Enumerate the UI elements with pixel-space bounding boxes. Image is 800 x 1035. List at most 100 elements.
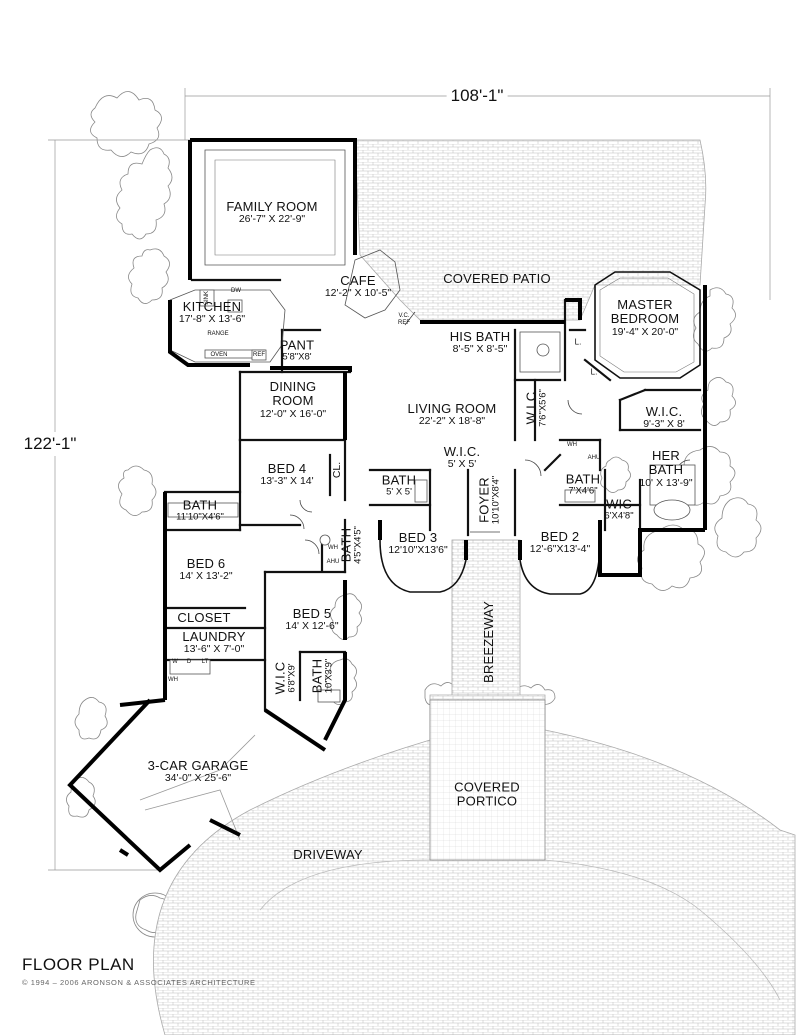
room-size: 14' X 13'-2"	[179, 570, 233, 583]
room-size: 5' X 5'	[447, 458, 477, 471]
room-center-wic: W.I.C. 5' X 5'	[443, 444, 481, 471]
room-name: WIC	[606, 496, 632, 512]
room-master-wic: W.I.C. 9'-3" X 8'	[643, 404, 685, 431]
room-name: MASTER	[617, 296, 673, 312]
room-breezeway: BREEZEWAY	[480, 601, 496, 683]
room-size: 10' X 13'-9"	[639, 476, 693, 489]
room-size: 14' X 12'-6"	[285, 620, 339, 633]
room-name: CAFE	[340, 273, 376, 289]
room-size: 7'X4'6"	[568, 485, 598, 497]
room-name-line2: PORTICO	[456, 794, 518, 809]
fixture-ahu: AHU	[326, 559, 340, 565]
room-size: 12'-6"X13'-4"	[529, 543, 591, 556]
room-his-wic: W.I.C 7'6"X5'6"	[523, 389, 550, 427]
room-bed-2-bath: BATH 7'X4'6"	[566, 472, 601, 498]
room-size: 7'6"X5'6"	[537, 389, 549, 427]
room-size: 12'-0" X 16'-0"	[259, 407, 327, 420]
room-size: 4'5"X4'5"	[352, 526, 364, 564]
room-size: 5' X 5'	[386, 486, 412, 498]
fixture-sink: SINK	[204, 290, 210, 306]
fixture-water-heater: WH	[328, 545, 338, 551]
room-name: BED 5	[292, 606, 332, 622]
room-name: KITCHEN	[182, 299, 242, 315]
room-bed-6-bath: BATH 11'10"X4'6"	[176, 497, 224, 524]
room-name: BED 4	[267, 461, 307, 477]
room-closet: CLOSET	[177, 609, 231, 625]
exterior-walls	[67, 138, 707, 873]
room-garage: 3-CAR GARAGE 34'-0" X 25'-6"	[147, 758, 249, 785]
room-name: LAUNDRY	[182, 629, 246, 645]
room-center-bath: BATH 5' X 5'	[381, 472, 417, 499]
fixture-range: RANGE	[207, 331, 229, 337]
room-size: 17'-8" X 13'-6"	[178, 313, 246, 326]
room-laundry: LAUNDRY 13'-6" X 7'-0"	[182, 629, 246, 656]
room-size: 10'10"X8'4"	[490, 475, 502, 525]
fixtures	[167, 289, 696, 703]
room-size: 5'8"X8'	[282, 351, 312, 363]
room-cafe: CAFE 12'-2" X 10'-5"	[325, 273, 391, 300]
room-size: 9'-3" X 8'	[643, 418, 685, 431]
room-covered-patio: COVERED PATIO	[443, 270, 551, 286]
room-foyer: FOYER 10'10"X8'4"	[476, 475, 503, 525]
room-name: FOYER	[476, 477, 492, 523]
room-living-room: LIVING ROOM 22'-2" X 18'-8"	[407, 401, 497, 428]
room-bed-6: BED 6 14' X 13'-2"	[179, 556, 233, 583]
room-name: FAMILY ROOM	[226, 199, 318, 215]
fixture-refrigerator: REF	[253, 352, 265, 358]
room-name: BATH	[182, 497, 218, 513]
room-name: W.I.C.	[443, 444, 481, 460]
room-size: 6'8"X9'	[286, 663, 298, 693]
fixture-water-heater-3: WH	[168, 677, 178, 683]
room-bed-4: BED 4 13'-3" X 14'	[260, 461, 314, 488]
room-name: HIS BATH	[449, 329, 511, 345]
room-name: 3-CAR GARAGE	[147, 758, 249, 774]
fixture-linen-1: L.	[574, 337, 582, 347]
breezeway-driveway-paving	[153, 539, 796, 1035]
fixture-ahu-2: AHU	[587, 455, 601, 461]
overall-depth-dimension: 122'-1"	[23, 432, 77, 456]
room-size: 34'-0" X 25'-6"	[164, 772, 232, 785]
room-size: 13'-3" X 14'	[260, 475, 314, 488]
room-master-bedroom: MASTER BEDROOM 19'-4" X 20'-0"	[611, 296, 680, 338]
interior-walls	[163, 278, 702, 712]
room-size: 8'-5" X 8'-5"	[452, 343, 508, 356]
room-name: CL.	[331, 461, 344, 479]
room-name: LIVING ROOM	[407, 401, 497, 417]
room-name: W.I.C	[272, 661, 288, 695]
plan-title: FLOOR PLAN	[22, 955, 135, 974]
room-name: DINING	[269, 378, 317, 394]
room-name: BATH	[309, 658, 325, 694]
room-name: HER	[651, 447, 681, 463]
copyright-notice: © 1994 – 2006 ARONSON & ASSOCIATES ARCHI…	[22, 978, 256, 987]
room-his-bath: HIS BATH 8'-5" X 8'-5"	[449, 329, 511, 356]
room-name: COVERED	[454, 779, 520, 795]
room-driveway: DRIVEWAY	[293, 846, 363, 862]
room-name-line2: ROOM	[272, 393, 314, 409]
room-family-room: FAMILY ROOM 26'-7" X 22'-9"	[226, 199, 318, 226]
room-size: 22'-2" X 18'-8"	[418, 415, 486, 428]
room-size: 13'-6" X 7'-0"	[183, 643, 245, 656]
room-name: BED 6	[186, 556, 226, 572]
room-small-bath: BATH 4'5"X4'5"	[339, 526, 365, 564]
room-bed-2-wic: WIC 6'X4'8"	[604, 496, 633, 523]
room-name: W.I.C	[523, 391, 539, 425]
room-bed-2: BED 2 12'-6"X13'-4"	[529, 529, 591, 556]
door-swings	[289, 311, 691, 555]
room-dining: DINING ROOM 12'-0" X 16'-0"	[259, 378, 327, 420]
room-name: W.I.C.	[645, 404, 683, 420]
room-bed-3: BED 3 12'10"X13'6"	[388, 530, 447, 557]
fixture-vc: V.C.	[398, 313, 410, 319]
fixture-water-heater-2: WH	[567, 442, 577, 448]
overall-width-dimension: 108'-1"	[446, 86, 508, 106]
room-kitchen: KITCHEN 17'-8" X 13'-6"	[178, 299, 246, 326]
room-bed-5: BED 5 14' X 12'-6"	[285, 606, 339, 633]
room-bed-4-closet: CL.	[331, 461, 344, 479]
fixture-washer: W	[172, 659, 178, 665]
fixture-dishwasher: DW	[231, 288, 241, 294]
room-size: 11'10"X4'6"	[176, 511, 224, 523]
room-name: BATH	[381, 472, 417, 488]
room-size: 10'X3'9"	[323, 658, 335, 694]
room-name: PANT	[279, 337, 315, 353]
